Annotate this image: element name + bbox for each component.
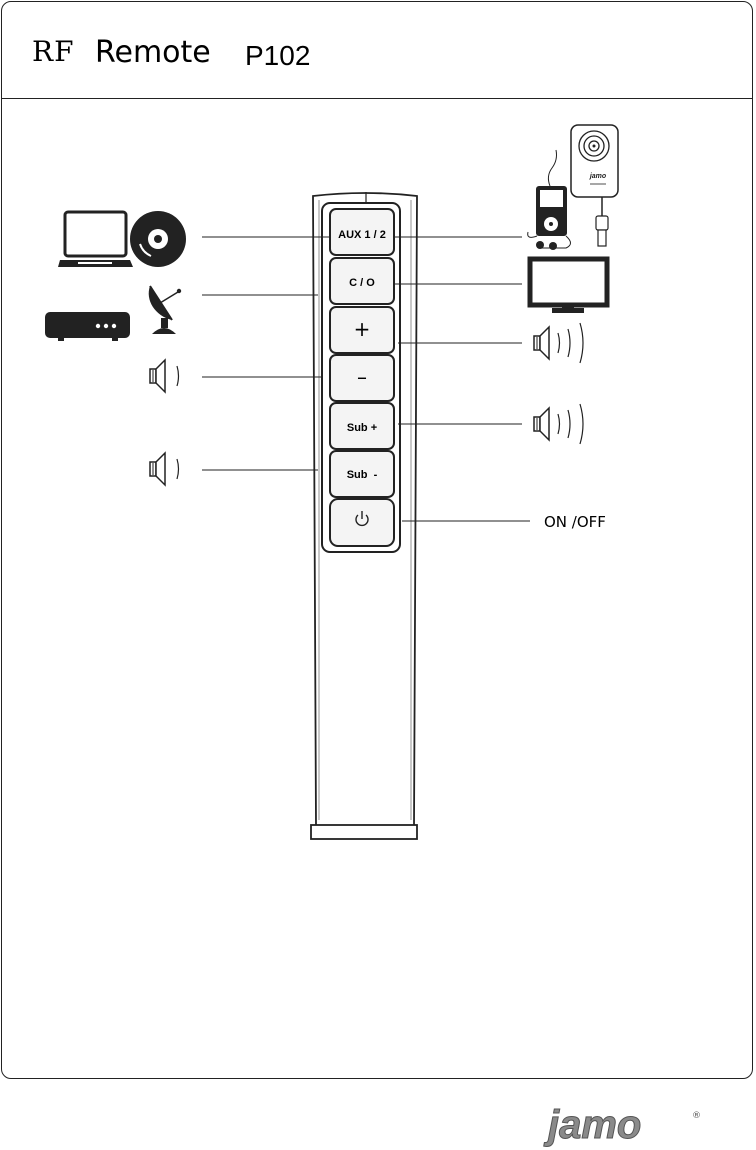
laptop-icon (58, 210, 133, 267)
monitor-icon (527, 256, 610, 313)
power-icon (355, 511, 369, 527)
page-frame (1, 1, 753, 1079)
co-button-label: C / O (349, 277, 375, 289)
registered-mark: ® (692, 1111, 701, 1121)
receiver-brand-label: jamo (589, 173, 607, 180)
remote-buttons: AUX 1 / 2 C / O + – Sub + Sub - (329, 208, 395, 547)
satellite-dish-icon (148, 285, 182, 334)
speaker-icon-vol-down (149, 359, 180, 393)
header-divider (1, 98, 753, 99)
power-button[interactable] (329, 498, 395, 547)
title-rf: RF (32, 35, 75, 68)
onoff-label: ON /OFF (544, 513, 606, 531)
title-model: P102 (245, 40, 311, 71)
logo-text: jamo (543, 1103, 641, 1147)
cd-icon (130, 211, 186, 267)
speaker-icon-vol-up (533, 322, 584, 364)
aux-button-label: AUX 1 / 2 (338, 229, 386, 241)
sub-down-button[interactable]: Sub - (329, 450, 395, 498)
speaker-icon-sub-up (533, 403, 584, 445)
title-remote: Remote (95, 35, 211, 70)
sub-up-label: Sub + (347, 422, 377, 434)
jamo-logo: jamo ® (543, 1103, 702, 1148)
co-button[interactable]: C / O (329, 257, 395, 305)
sub-up-button[interactable]: Sub + (329, 402, 395, 450)
media-player-icon (527, 149, 571, 250)
set-top-box-icon (45, 312, 130, 341)
volume-down-button[interactable]: – (329, 354, 395, 402)
leader-lines (202, 236, 530, 522)
sub-down-label: Sub - (347, 469, 378, 481)
volume-up-button[interactable]: + (329, 306, 395, 354)
volume-down-label: – (357, 365, 367, 389)
aux-button[interactable]: AUX 1 / 2 (329, 208, 395, 256)
volume-up-label: + (354, 317, 371, 341)
wireless-receiver-icon: jamo (570, 124, 619, 247)
speaker-icon-sub-down (149, 452, 180, 486)
